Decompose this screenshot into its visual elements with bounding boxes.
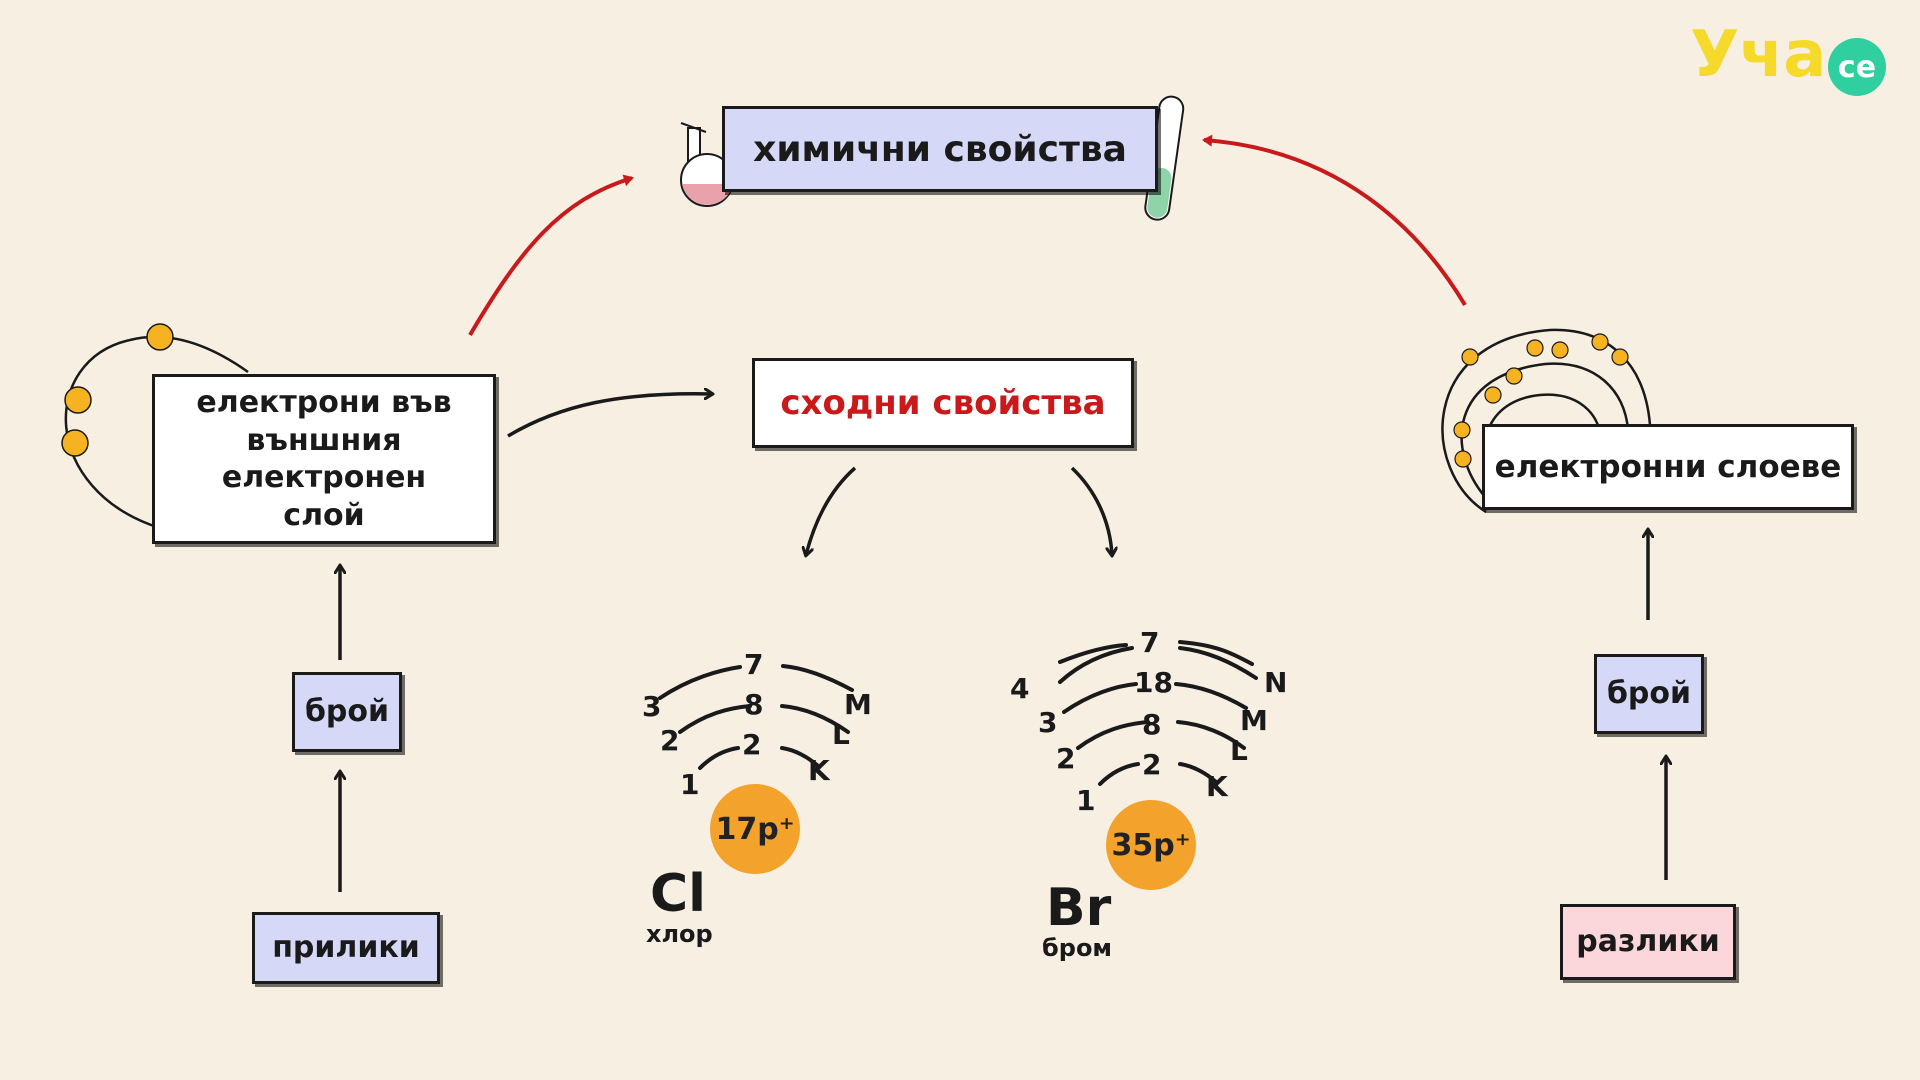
br-shell-number-4: 4 <box>1010 672 1030 705</box>
arrow-to-similar <box>507 394 712 438</box>
electron-dot <box>1453 421 1471 439</box>
similar-properties-label: сходни свойства <box>780 382 1106 423</box>
similar-properties-box: сходни свойства <box>752 358 1134 448</box>
count-right-box: брой <box>1594 654 1704 734</box>
electron-dot <box>1505 367 1523 385</box>
arrow-similar-to-br <box>1070 466 1112 555</box>
differences-box: разлики <box>1560 904 1736 980</box>
cl-shell-number-1: 1 <box>680 768 700 801</box>
electron-dot <box>64 386 92 414</box>
bromine-shells <box>1058 640 1258 786</box>
orbit-left <box>64 335 249 530</box>
cl-shell-count-3: 7 <box>744 648 764 681</box>
chlorine-shells <box>658 664 854 770</box>
br-shell-letter-m: M <box>1240 704 1268 737</box>
orbit-right-1 <box>1441 328 1652 514</box>
cl-symbol: Cl <box>650 864 706 924</box>
cl-shell-number-3: 3 <box>642 690 662 723</box>
count-left-box: брой <box>292 672 402 752</box>
differences-label: разлики <box>1576 924 1720 960</box>
arrow-similar-to-cl <box>806 466 857 555</box>
br-shell-count-4: 7 <box>1140 626 1160 659</box>
outer-layer-electrons-box: електрони във външния електронен слой <box>152 374 496 544</box>
electron-layers-box: електронни слоеве <box>1482 424 1854 510</box>
br-shell-count-3: 18 <box>1134 666 1173 699</box>
cl-shell-letter-k: K <box>808 754 830 787</box>
br-shell-number-1: 1 <box>1076 784 1096 817</box>
br-shell-count-2: 8 <box>1142 708 1162 741</box>
cl-shell-count-1: 2 <box>742 728 762 761</box>
red-arrow-left <box>468 174 634 337</box>
similarities-label: прилики <box>272 930 420 966</box>
electron-dot <box>1611 348 1629 366</box>
count-right-label: брой <box>1606 676 1692 712</box>
br-shell-letter-l: L <box>1230 734 1248 767</box>
electron-dot <box>1551 341 1569 359</box>
electron-dot <box>146 323 174 351</box>
electron-dot <box>1454 450 1472 468</box>
cl-nucleus: 17p⁺ <box>710 784 800 874</box>
logo-badge: се <box>1828 38 1886 96</box>
br-symbol: Br <box>1046 878 1112 938</box>
red-arrow-right <box>1202 134 1467 307</box>
br-name: бром <box>1042 934 1113 962</box>
flask-icon <box>680 122 734 207</box>
cl-shell-letter-m: M <box>844 688 872 721</box>
cl-shell-count-2: 8 <box>744 688 764 721</box>
br-nucleus: 35p⁺ <box>1106 800 1196 890</box>
electron-dot <box>1591 333 1609 351</box>
count-left-label: брой <box>304 694 390 730</box>
electron-dot <box>1526 339 1544 357</box>
outer-layer-electrons-label: електрони във външния електронен слой <box>196 385 452 533</box>
chemical-properties-box: химични свойства <box>722 106 1158 192</box>
cl-shell-number-2: 2 <box>660 724 680 757</box>
similarities-box: прилики <box>252 912 440 984</box>
br-shell-number-3: 3 <box>1038 706 1058 739</box>
br-shell-number-2: 2 <box>1056 742 1076 775</box>
br-shell-count-1: 2 <box>1142 748 1162 781</box>
logo-text: Уча <box>1690 18 1827 92</box>
cl-shell-letter-l: L <box>832 718 850 751</box>
electron-layers-label: електронни слоеве <box>1494 448 1842 485</box>
electron-dot <box>61 429 89 457</box>
electron-dot <box>1484 386 1502 404</box>
br-shell-letter-k: K <box>1206 770 1228 803</box>
electron-dot <box>1461 348 1479 366</box>
chemical-properties-label: химични свойства <box>753 128 1127 170</box>
cl-name: хлор <box>646 920 713 948</box>
br-shell-letter-n: N <box>1264 666 1288 699</box>
